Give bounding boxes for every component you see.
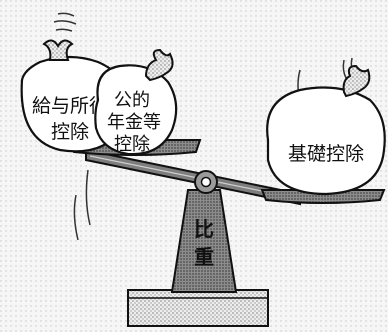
fulcrum-label-line2: 重 [194, 245, 214, 269]
scale-base [127, 289, 269, 327]
left-bag-2-label-line3: 控除 [114, 134, 150, 155]
fulcrum-label-line1: 比 [194, 217, 214, 241]
motion-lines-left [73, 169, 91, 241]
motion-lines-top-left [53, 12, 77, 32]
left-bag-2-label-line2: 年金等 [107, 112, 161, 133]
bag-knot-icon [42, 39, 74, 61]
right-pan [260, 189, 386, 204]
left-bag-2-label-line1: 公的 [114, 90, 150, 111]
right-bag: 基礎控除 [266, 64, 386, 196]
left-bag-1-label-line1: 給与所得 [32, 95, 108, 117]
scale-pivot [194, 170, 218, 194]
left-bag-2: 公的 年金等 控除 [94, 48, 178, 156]
left-bag-1-label-line2: 控除 [51, 121, 89, 143]
bag-knot-icon [144, 48, 174, 82]
right-bag-label: 基礎控除 [288, 143, 364, 165]
bag-knot-icon [342, 64, 371, 98]
